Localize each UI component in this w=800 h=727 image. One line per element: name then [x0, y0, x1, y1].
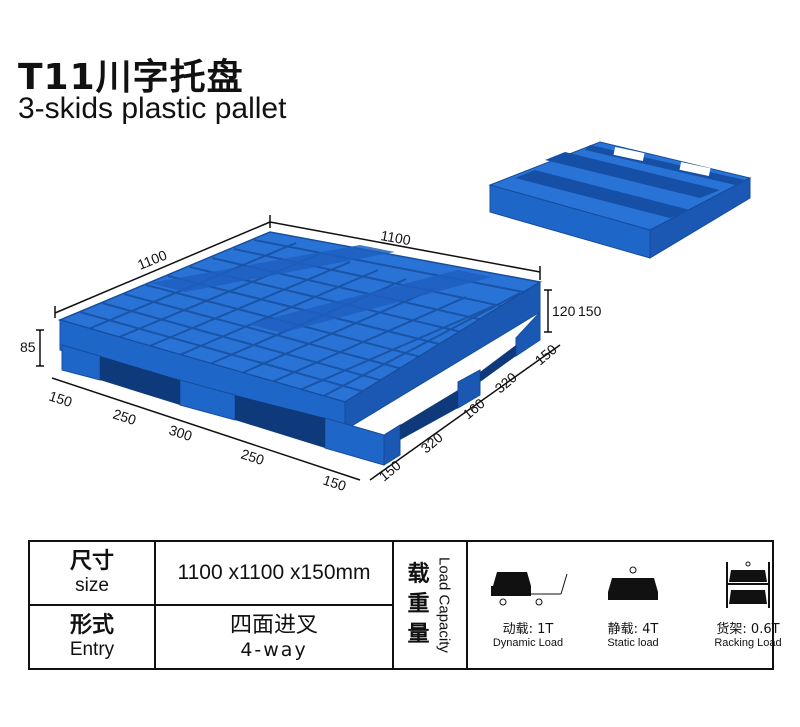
capacity-cn-3: 量 — [407, 622, 430, 647]
capacity-label-cell: 载 重 量 Load Capacity — [392, 540, 468, 670]
dim-side-5: 150 — [532, 341, 560, 368]
static-load-en: Static load — [607, 637, 659, 649]
entry-value-en: 4-way — [240, 639, 308, 661]
size-label-cn: 尺寸 — [69, 549, 114, 574]
load-values-cell: 动载: 1T Dynamic Load 静载: 4T Static load — [466, 540, 782, 670]
dim-front-3: 300 — [167, 422, 194, 445]
racking-load-icon — [726, 561, 770, 608]
entry-label-cell: 形式 Entry — [28, 604, 156, 670]
main-pallet — [57, 231, 543, 466]
capacity-cn-2: 重 — [407, 592, 430, 617]
dimension-lines — [36, 215, 561, 481]
racking-load-en: Racking Load — [714, 637, 782, 649]
pallet-underside-view — [488, 141, 752, 259]
dim-front-1: 150 — [47, 388, 74, 411]
size-value: 1100 x1100 x150mm — [177, 561, 371, 584]
dynamic-load: 动载: 1T Dynamic Load — [478, 560, 578, 649]
spec-table: 尺寸 size 1100 x1100 x150mm 载 重 量 Load Cap… — [28, 540, 782, 670]
racking-load-cn: 货架: 0.6T — [716, 622, 780, 637]
dim-height-left: 85 — [20, 339, 36, 355]
capacity-en: Load Capacity — [435, 557, 453, 653]
dim-height-outer: 150 — [578, 303, 602, 319]
entry-label-en: Entry — [69, 639, 115, 660]
size-label-en: size — [75, 575, 109, 596]
racking-load: 货架: 0.6T Racking Load — [698, 560, 798, 649]
title-english: 3-skids plastic pallet — [18, 92, 287, 125]
dim-side-4: 320 — [492, 369, 520, 396]
size-label-cell: 尺寸 size — [28, 540, 156, 606]
size-value-cell: 1100 x1100 x150mm — [154, 540, 394, 606]
entry-value-cn: 四面进叉 — [229, 613, 318, 638]
static-load-cn: 静载: 4T — [607, 622, 659, 637]
dim-length-right: 1100 — [379, 227, 412, 248]
title-chinese: T11川字托盘 — [18, 57, 244, 98]
entry-label-cn: 形式 — [69, 613, 114, 638]
dim-length-left: 1100 — [135, 247, 169, 273]
pallet-illustration: 1100 1100 85 120 150 150 250 300 250 150… — [20, 141, 752, 495]
dynamic-load-cn: 动载: 1T — [502, 622, 554, 637]
dim-side-2: 320 — [418, 429, 446, 456]
static-load-icon — [608, 566, 658, 600]
dim-front-2: 250 — [111, 406, 138, 429]
entry-value-cell: 四面进叉 4-way — [154, 604, 394, 670]
dynamic-load-en: Dynamic Load — [492, 637, 564, 649]
capacity-cn-1: 载 — [407, 562, 430, 587]
static-load: 静载: 4T Static load — [583, 560, 683, 649]
dim-front-5: 150 — [321, 472, 348, 495]
dim-height-inner: 120 — [552, 303, 576, 319]
dynamic-load-icon — [491, 572, 568, 606]
dim-front-4: 250 — [239, 446, 266, 469]
